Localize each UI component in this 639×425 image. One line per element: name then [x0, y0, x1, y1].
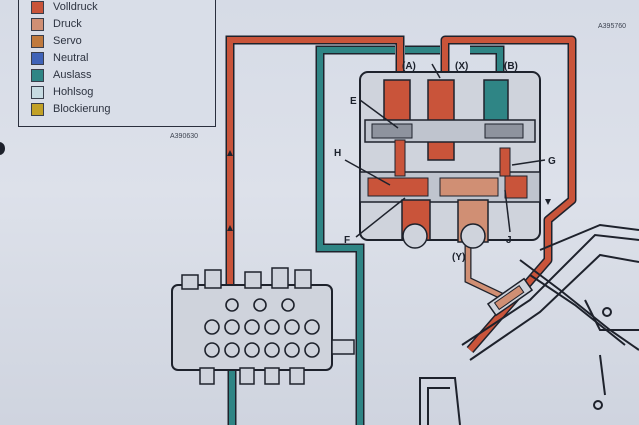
- legend-swatch-neutral: [31, 51, 44, 65]
- legend-label-druck: Druck: [53, 18, 82, 30]
- legend-item-servo: Servo: [31, 34, 82, 48]
- legend-box: Volldruck Druck Servo Neutral Auslass Ho…: [18, 0, 216, 127]
- port-label-y: (Y): [452, 252, 465, 263]
- legend-swatch-hohlsog: [31, 85, 44, 99]
- legend-swatch-druck: [31, 17, 44, 31]
- flow-arrow-down-right: [545, 199, 551, 205]
- leader-lines: [344, 63, 546, 238]
- legend-item-neutral: Neutral: [31, 51, 88, 65]
- legend-swatch-blockierung: [31, 102, 44, 116]
- port-label-a: (A): [402, 61, 416, 72]
- page-bullet-dot: [0, 142, 5, 155]
- legend-label-volldruck: Volldruck: [53, 1, 98, 13]
- legend-label-hohlsog: Hohlsog: [53, 86, 94, 98]
- legend-label-blockierung: Blockierung: [53, 103, 111, 115]
- loader-control-valve-block: [171, 267, 355, 385]
- component-label-g: G: [548, 156, 556, 167]
- component-label-f: F: [344, 235, 350, 246]
- legend-label-neutral: Neutral: [53, 52, 89, 64]
- legend-item-auslass: Auslass: [31, 68, 92, 82]
- control-valve-body: [359, 71, 541, 249]
- legend-swatch-auslass: [31, 68, 44, 82]
- legend-swatch-servo: [31, 34, 44, 48]
- port-label-x: (X): [455, 61, 468, 72]
- figure-code-right: A395760: [598, 23, 627, 30]
- figure-code-left: A390630: [170, 133, 199, 140]
- legend-label-servo: Servo: [53, 35, 82, 47]
- component-label-j: J: [506, 235, 512, 246]
- loader-arm-linkage: [419, 223, 639, 425]
- flow-arrow-up-2: [227, 225, 233, 231]
- legend-item-volldruck: Volldruck: [31, 0, 98, 14]
- legend-item-hohlsog: Hohlsog: [31, 85, 93, 99]
- legend-item-druck: Druck: [31, 17, 82, 31]
- legend-item-blockierung: Blockierung: [31, 102, 110, 116]
- port-label-b: (B): [504, 61, 518, 72]
- lift-cylinder: [486, 277, 534, 317]
- component-label-e: E: [350, 96, 357, 107]
- flow-arrow-up-1: [227, 150, 233, 156]
- component-label-h: H: [334, 148, 341, 159]
- legend-label-auslass: Auslass: [53, 69, 92, 81]
- legend-swatch-volldruck: [31, 0, 44, 14]
